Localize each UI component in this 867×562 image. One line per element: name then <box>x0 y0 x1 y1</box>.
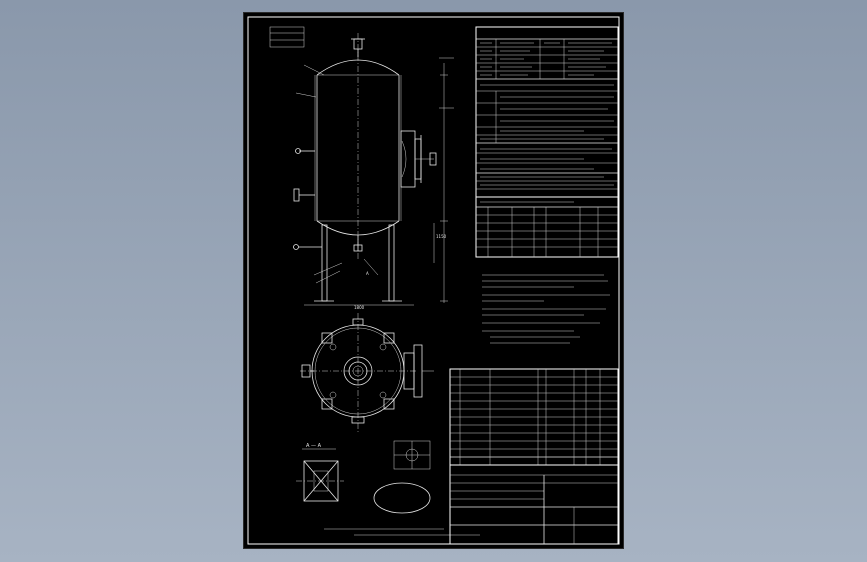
weld-detail <box>393 440 431 470</box>
nozzle-table <box>475 196 619 258</box>
design-data-table <box>475 26 619 198</box>
section-a-a-detail: A — A <box>296 443 344 502</box>
vessel-plan-view <box>300 313 434 433</box>
svg-text:A: A <box>366 271 369 276</box>
parts-list-table <box>449 368 619 466</box>
title-block <box>449 464 619 545</box>
cad-drawing: 1800 1150 A <box>247 16 620 545</box>
top-left-stamp <box>269 26 305 48</box>
svg-text:1150: 1150 <box>436 234 447 239</box>
drawing-border <box>247 16 620 545</box>
note-oval <box>373 482 431 514</box>
section-a-label: A — A <box>306 443 322 449</box>
vessel-elevation-view: 1800 1150 A <box>293 33 454 310</box>
drawing-sheet: 1800 1150 A <box>243 12 624 549</box>
svg-text:1800: 1800 <box>354 305 365 310</box>
technical-notes <box>482 274 610 344</box>
